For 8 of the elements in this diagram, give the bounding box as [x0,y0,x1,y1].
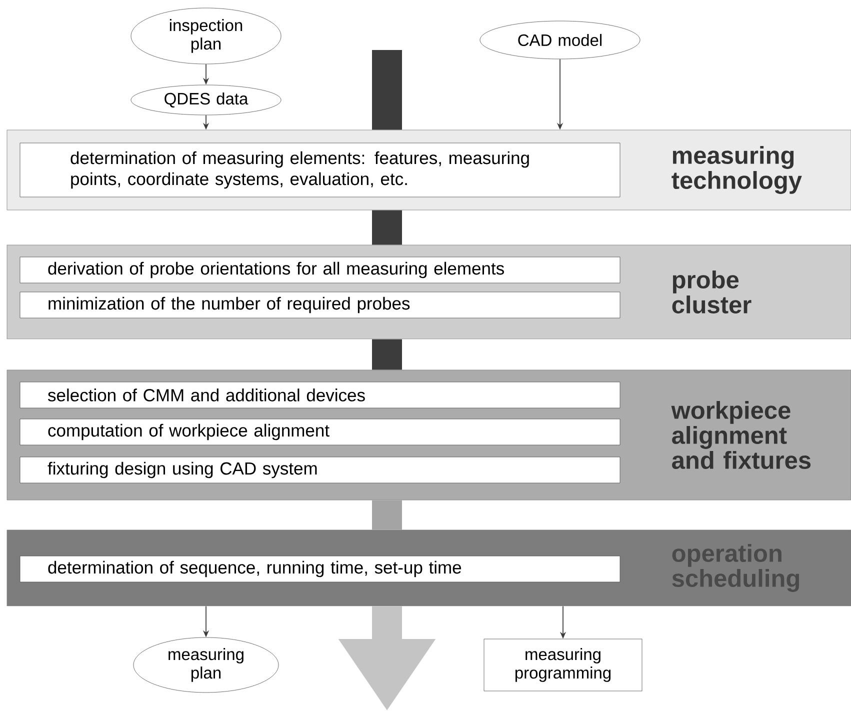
step-box: selection of CMM and additional devices [20,382,620,408]
output-box: measuring programming [484,638,642,692]
step-box: minimization of the number of required probes [20,292,620,318]
step-box: computation of workpiece alignment [20,418,620,446]
step-box: determination of sequence, running time, set-up time [20,556,620,582]
step-box: derivation of probe orientations for all measuring elements [20,256,620,284]
step-box: fixturing design using CAD system [20,456,620,484]
step-box: determination of measuring elements: features, measuring points, coordinate systems, evaluation, etc. [20,142,620,198]
